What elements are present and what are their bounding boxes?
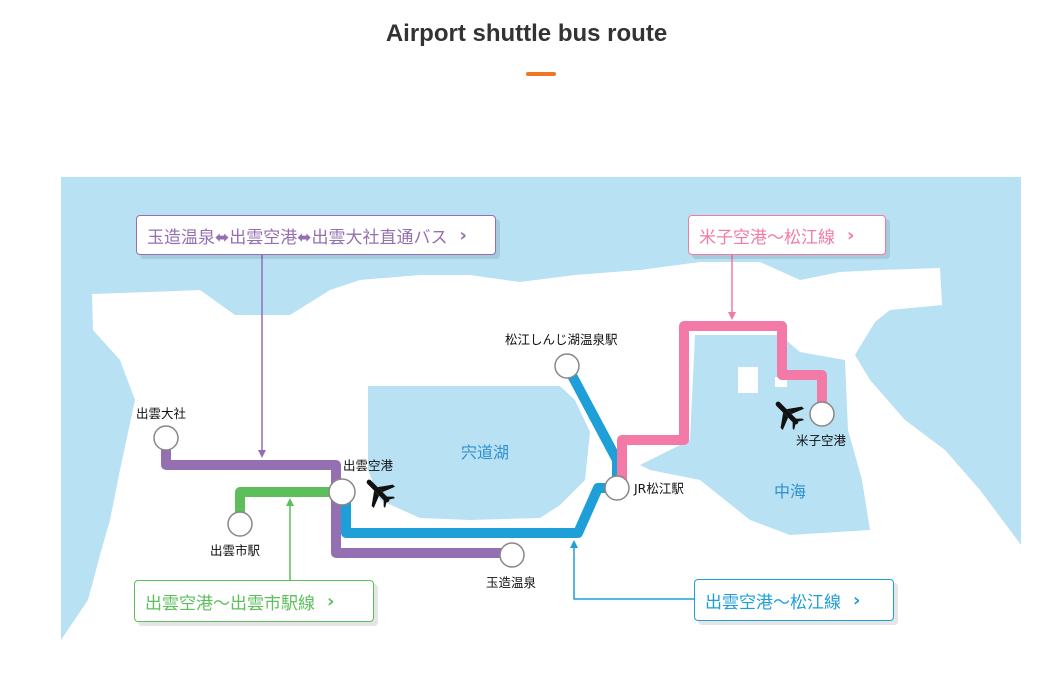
blue-pointer-head <box>570 540 578 548</box>
chevron-right-icon: › <box>847 224 855 246</box>
route-link-green[interactable]: 出雲空港〜出雲市駅線 › <box>134 580 374 622</box>
chevron-right-icon: › <box>459 224 467 246</box>
page-title: Airport shuttle bus route <box>385 20 668 47</box>
chevron-right-icon: › <box>327 590 335 612</box>
route-line-purple <box>161 438 512 558</box>
blue-pointer <box>573 546 694 600</box>
label-shinjiko-onsen-station: 松江しんじ湖温泉駅 <box>505 332 618 347</box>
island <box>775 377 787 387</box>
station-izumo-taisha <box>153 425 179 451</box>
lake-shinji <box>368 386 590 520</box>
label-jr-matsue-station: JR松江駅 <box>633 481 684 496</box>
airplane-icon <box>775 401 804 430</box>
station-izumo-airport <box>328 478 356 506</box>
island <box>738 367 758 393</box>
station-tamatsukuri <box>499 542 525 568</box>
nakaumi-label: 中海 <box>774 482 806 501</box>
station-yonago-airport <box>809 401 835 427</box>
airplane-icon <box>366 479 395 508</box>
station-shinjiko-onsen <box>554 353 580 379</box>
route-label-pink: 米子空港〜松江線 <box>699 227 835 248</box>
station-izumo-city <box>227 511 253 537</box>
label-izumo-city-station: 出雲市駅 <box>210 543 261 558</box>
label-tamatsukuri-onsen: 玉造温泉 <box>486 575 537 590</box>
label-yonago-airport: 米子空港 <box>796 433 847 448</box>
station-jr-matsue <box>604 475 630 501</box>
title-underline <box>526 72 556 76</box>
route-link-pink[interactable]: 米子空港〜松江線 › <box>688 215 886 255</box>
pink-pointer-head <box>728 312 736 320</box>
chevron-right-icon: › <box>853 589 861 611</box>
route-link-purple[interactable]: 玉造温泉⬌出雲空港⬌出雲大社直通バス › <box>136 215 496 255</box>
purple-pointer-head <box>258 450 266 458</box>
route-label-purple: 玉造温泉⬌出雲空港⬌出雲大社直通バス <box>147 227 448 248</box>
nakaumi <box>640 335 870 535</box>
green-pointer-head <box>286 498 294 506</box>
route-label-blue: 出雲空港〜松江線 <box>705 592 841 613</box>
lake-shinji-label: 宍道湖 <box>461 443 509 462</box>
route-label-green: 出雲空港〜出雲市駅線 <box>145 593 315 614</box>
route-link-blue[interactable]: 出雲空港〜松江線 › <box>694 579 894 621</box>
label-izumo-airport: 出雲空港 <box>343 458 394 473</box>
label-izumo-taisha: 出雲大社 <box>136 406 186 421</box>
route-line-pink <box>617 321 827 488</box>
